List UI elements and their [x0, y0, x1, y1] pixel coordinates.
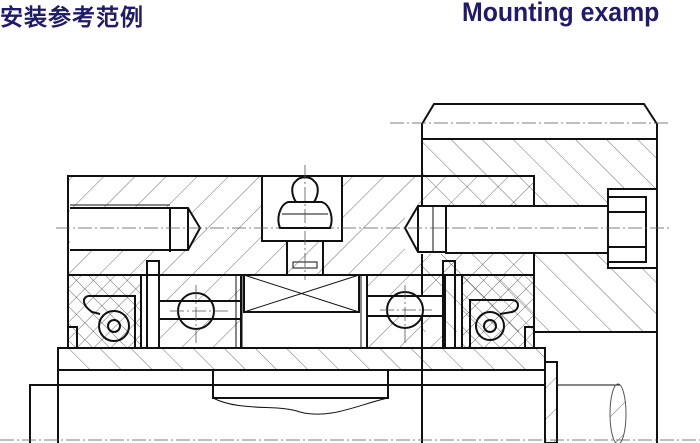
grease-nipple — [277, 165, 333, 280]
socket-head-bolt — [403, 188, 658, 269]
shaft — [0, 347, 700, 443]
title-english: Mounting examp — [462, 0, 660, 27]
bearing-assembly — [67, 260, 535, 349]
title-chinese: 安装参考范例 — [0, 5, 144, 31]
left-threaded-hole — [70, 204, 202, 252]
